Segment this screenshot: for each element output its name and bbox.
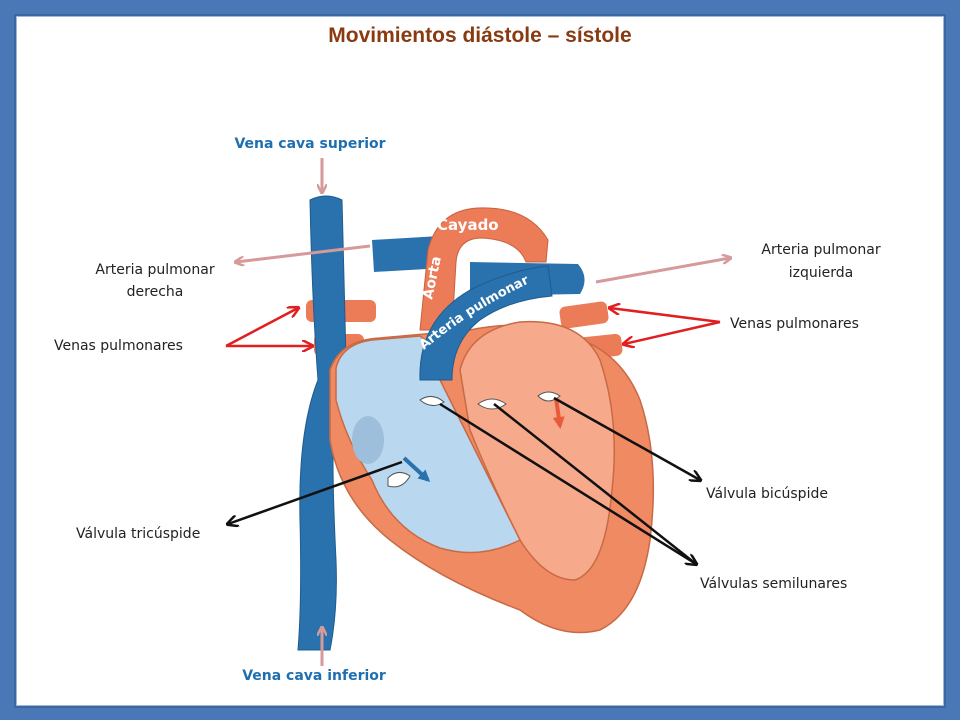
pulmonary-trunk-shape	[419, 265, 553, 381]
valvula-bicuspide-pointer	[553, 396, 700, 480]
left-flow-arrow	[552, 397, 565, 429]
venas-pulmonares-right-arrow-2	[624, 320, 721, 344]
valvulas-semilunares-label: Válvulas semilunares	[700, 576, 848, 592]
arteria-pulmonar-derecha-label-line2: derecha	[126, 284, 184, 300]
tricuspid-valve-shape	[387, 472, 411, 488]
valvulas-semilunares-pointer-1	[439, 402, 696, 564]
arteria-pulmonar-izquierda-label-line1: Arteria pulmonar	[761, 242, 881, 258]
arteria-pulmonar-derecha-label-line1: Arteria pulmonar	[95, 262, 215, 278]
venas-pulmonares-right-arrow-1	[610, 308, 721, 324]
aortic-arch-shape	[419, 207, 549, 331]
cayado-label: Cayado	[437, 216, 499, 234]
valvula-tricuspide-label: Válvula tricúspide	[76, 526, 201, 542]
cava-opening-shape	[352, 416, 384, 464]
page-title: Movimientos diástole – sístole	[328, 24, 632, 47]
right-flow-arrow	[402, 456, 431, 483]
valvula-tricuspide-pointer	[228, 460, 403, 524]
vena-cava-inferior-label: Vena cava inferior	[242, 668, 386, 684]
right-pulmonary-artery-shape	[372, 236, 444, 272]
valvula-bicuspide-label: Válvula bicúspide	[706, 486, 828, 502]
venas-pulmonares-right-label: Venas pulmonares	[730, 316, 859, 332]
venas-pulmonares-left-arrow-1	[225, 308, 298, 348]
arteria-pulmonar-izquierda-label-line2: izquierda	[788, 265, 854, 281]
valvulas-semilunares-pointer-2	[493, 403, 697, 565]
arteria-pulmonar-izquierda-arrow	[595, 258, 730, 284]
right-chamber-shape	[335, 335, 522, 554]
venas-pulmonares-left-label: Venas pulmonares	[54, 338, 183, 354]
arteria-pulmonar-derecha-arrow	[236, 244, 371, 262]
vena-cava-superior-label: Vena cava superior	[234, 136, 386, 152]
